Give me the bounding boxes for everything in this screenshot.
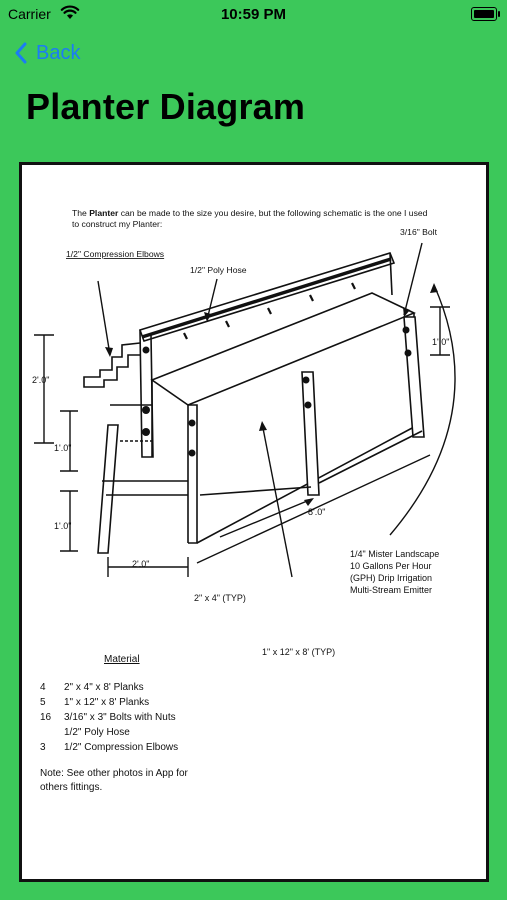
dim-1ft-right: 1'.0"	[432, 337, 449, 347]
back-label: Back	[36, 41, 81, 64]
material-qty: 3	[40, 742, 46, 753]
mister-label-line4: Multi-Stream Emitter	[350, 585, 432, 595]
material-item: 2" x 4" x 8' Planks	[64, 682, 144, 693]
label-1x12: 1" x 12" x 8' (TYP)	[262, 647, 335, 657]
material-qty: 5	[40, 697, 46, 708]
page-title: Planter Diagram	[26, 86, 306, 127]
dim-2ft-height: 2'.0"	[32, 375, 49, 385]
battery-icon	[471, 7, 500, 21]
material-qty: 4	[40, 682, 46, 693]
mister-label-line1: 1/4" Mister Landscape	[350, 549, 439, 559]
dim-1ft-low: 1'.0"	[54, 521, 71, 531]
material-heading: Material	[104, 654, 140, 665]
note-line2: others fittings.	[40, 782, 102, 793]
intro-text-line2: to construct my Planter:	[72, 219, 162, 229]
label-poly-hose: 1/2" Poly Hose	[190, 265, 247, 275]
material-item: 1/2" Compression Elbows	[64, 742, 178, 753]
material-qty: 16	[40, 712, 52, 723]
label-2x4: 2" x 4" (TYP)	[194, 593, 246, 603]
clock: 10:59 PM	[220, 6, 287, 23]
note-line1: Note: See other photos in App for	[40, 768, 189, 779]
material-item: 1" x 12" x 8' Planks	[64, 697, 149, 708]
dim-8ft: 8'.0"	[308, 507, 325, 517]
intro-text-line1: The Planter can be made to the size you …	[72, 208, 428, 218]
mister-label-line3: (GPH) Drip Irrigation	[350, 573, 432, 583]
back-button[interactable]: Back	[14, 39, 80, 67]
status-bar: Carrier 10:59 PM	[0, 0, 507, 30]
label-compression-elbows: 1/2" Compression Elbows	[66, 249, 164, 259]
wifi-icon	[60, 5, 80, 19]
material-item: 3/16" x 3" Bolts with Nuts	[64, 712, 176, 723]
mister-label-line2: 10 Gallons Per Hour	[350, 561, 432, 571]
label-bolt: 3/16" Bolt	[400, 227, 438, 237]
planter-schematic: The Planter can be made to the size you …	[32, 208, 456, 793]
dim-1ft-mid: 1'.0"	[54, 443, 71, 453]
planter-diagram: The Planter can be made to the size you …	[19, 162, 489, 882]
carrier-label: Carrier	[8, 6, 51, 22]
dim-2ft-width: 2'.0"	[132, 559, 149, 569]
material-item: 1/2" Poly Hose	[64, 727, 130, 738]
chevron-left-icon	[15, 42, 27, 64]
